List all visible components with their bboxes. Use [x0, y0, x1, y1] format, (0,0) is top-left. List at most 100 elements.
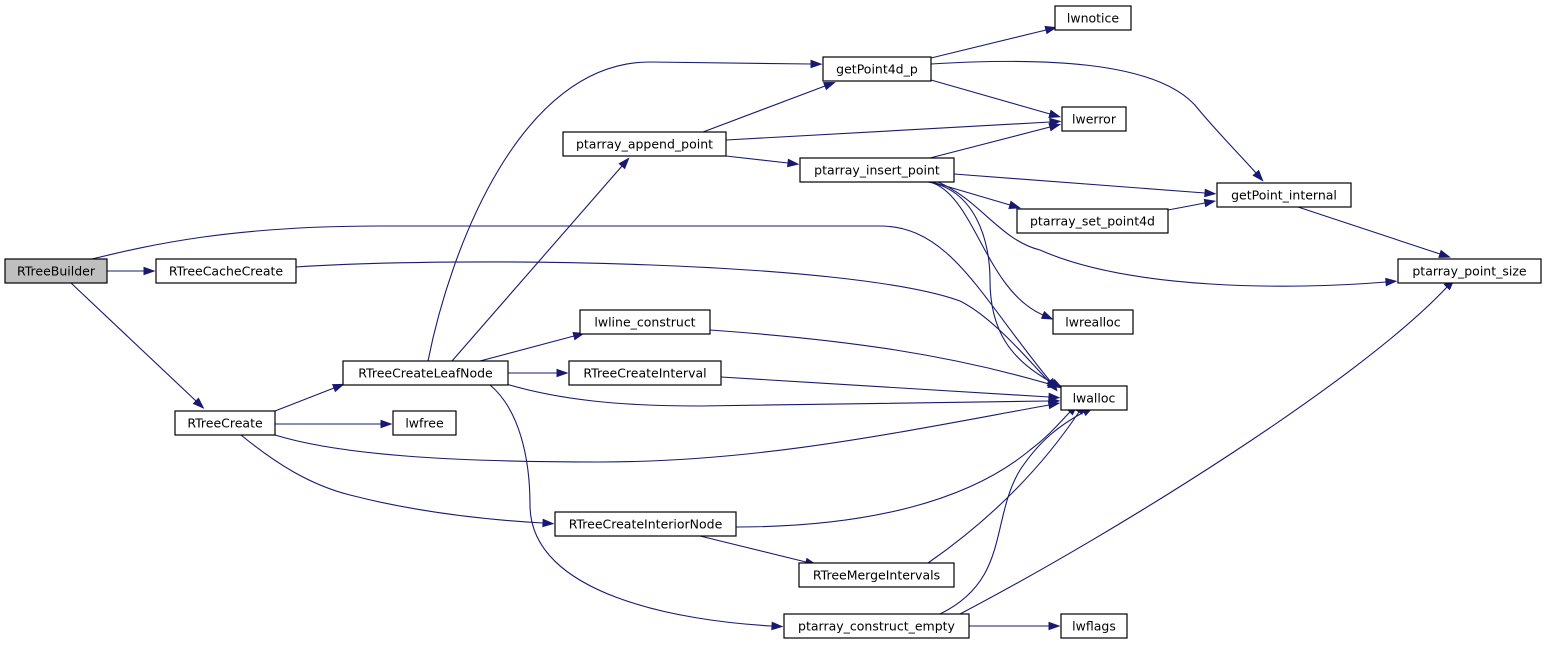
- node-RTreeCreateInterval[interactable]: RTreeCreateInterval: [568, 360, 722, 386]
- node-label: RTreeMergeIntervals: [813, 568, 940, 583]
- edge-line: [240, 434, 544, 524]
- node-ptarray_append_point[interactable]: ptarray_append_point: [562, 131, 727, 157]
- edge-lwline_construct-to-lwalloc: [709, 329, 1061, 389]
- arrowhead: [1438, 249, 1451, 258]
- node-label: ptarray_point_size: [1412, 264, 1527, 279]
- node-label: RTreeCreate: [187, 416, 263, 431]
- node-box: [155, 258, 297, 284]
- node-box: [783, 613, 970, 639]
- edge-getPoint4d_p-to-lwnotice: [930, 25, 1058, 59]
- node-lwalloc[interactable]: lwalloc: [1060, 385, 1128, 411]
- edge-ptarray_append_point-to-ptarray_insert_point: [725, 155, 800, 168]
- edge-ptarray_construct_empty-to-lwflags: [969, 621, 1061, 631]
- edge-line: [725, 155, 789, 164]
- arrowhead: [556, 368, 569, 378]
- node-box: [822, 56, 932, 82]
- edge-RTreeCreateLeafNode-to-ptarray_append_point: [451, 157, 630, 362]
- arrowhead: [822, 81, 836, 91]
- node-lwrealloc[interactable]: lwrealloc: [1052, 309, 1134, 335]
- node-label: ptarray_set_point4d: [1030, 214, 1155, 229]
- edge-RTreeCreateLeafNode-to-lwline_construct: [479, 331, 586, 362]
- edge-getPoint4d_p-to-getPoint_internal: [930, 60, 1264, 182]
- edge-RTreeCreateInteriorNode-to-RTreeMergeIntervals: [699, 535, 818, 567]
- node-ptarray_point_size[interactable]: ptarray_point_size: [1397, 258, 1542, 284]
- node-RTreeCacheCreate[interactable]: RTreeCacheCreate: [155, 258, 297, 284]
- arrowhead: [1044, 25, 1058, 35]
- edge-line: [939, 411, 1085, 615]
- node-label: ptarray_insert_point: [814, 163, 940, 178]
- edge-line: [930, 29, 1047, 59]
- node-getPoint4d_p[interactable]: getPoint4d_p: [822, 56, 932, 82]
- edge-RTreeCreate-to-RTreeCreateInteriorNode: [240, 434, 555, 528]
- edge-line: [427, 61, 812, 362]
- edge-line: [929, 126, 1051, 159]
- node-RTreeCreate[interactable]: RTreeCreate: [174, 410, 276, 436]
- edge-line: [505, 383, 1050, 407]
- arrowhead: [787, 158, 800, 168]
- node-label: ptarray_append_point: [576, 137, 713, 152]
- arrowhead: [331, 383, 345, 393]
- arrowhead: [1048, 621, 1061, 631]
- edge-line: [479, 335, 575, 362]
- node-box: [1061, 106, 1127, 132]
- edge-RTreeCreateInteriorNode-to-lwalloc: [735, 403, 1079, 528]
- node-ptarray_insert_point[interactable]: ptarray_insert_point: [799, 157, 955, 183]
- node-box: [579, 309, 711, 335]
- node-RTreeBuilder[interactable]: RTreeBuilder: [4, 258, 108, 284]
- node-lwerror[interactable]: lwerror: [1061, 106, 1127, 132]
- node-label: lwnotice: [1067, 11, 1120, 26]
- node-box: [1052, 309, 1134, 335]
- node-box: [1397, 258, 1542, 284]
- node-box: [554, 511, 737, 537]
- edge-RTreeCreate-to-lwfree: [275, 419, 393, 429]
- edge-line: [699, 535, 807, 563]
- node-lwflags[interactable]: lwflags: [1060, 613, 1128, 639]
- node-label: lwrealloc: [1065, 315, 1121, 330]
- edge-ptarray_insert_point-to-getPoint_internal: [953, 173, 1217, 198]
- edge-line: [274, 404, 1050, 463]
- call-graph-edges: [70, 25, 1455, 631]
- node-label: lwerror: [1072, 112, 1117, 127]
- node-label: getPoint_internal: [1231, 188, 1337, 203]
- edge-RTreeBuilder-to-RTreeCreate: [70, 282, 205, 409]
- edge-line: [930, 79, 1051, 115]
- edge-line: [451, 165, 623, 362]
- arrowhead: [1047, 379, 1061, 389]
- node-label: lwalloc: [1073, 391, 1116, 406]
- node-lwfree[interactable]: lwfree: [392, 410, 457, 436]
- node-RTreeMergeIntervals[interactable]: RTreeMergeIntervals: [798, 562, 955, 588]
- arrowhead: [380, 419, 393, 429]
- node-box: [1016, 208, 1169, 234]
- node-box: [392, 410, 457, 436]
- edge-ptarray_append_point-to-getPoint4d_p: [702, 81, 836, 133]
- node-box: [4, 258, 108, 284]
- node-label: lwline_construct: [594, 315, 695, 330]
- node-ptarray_construct_empty[interactable]: ptarray_construct_empty: [783, 613, 970, 639]
- arrowhead: [1048, 122, 1062, 132]
- node-label: RTreeCreateInteriorNode: [569, 517, 723, 532]
- arrowhead: [618, 157, 630, 170]
- edge-line: [1297, 206, 1441, 255]
- node-ptarray_set_point4d[interactable]: ptarray_set_point4d: [1016, 208, 1169, 234]
- edge-line: [702, 85, 826, 133]
- node-label: lwflags: [1072, 619, 1116, 634]
- arrowhead: [1252, 169, 1264, 182]
- edge-line: [937, 181, 1387, 287]
- node-box: [1060, 385, 1128, 411]
- node-label: lwfree: [405, 416, 444, 431]
- edge-RTreeMergeIntervals-to-lwalloc: [927, 402, 1086, 564]
- node-lwline_construct[interactable]: lwline_construct: [579, 309, 711, 335]
- node-getPoint_internal[interactable]: getPoint_internal: [1216, 182, 1352, 208]
- node-RTreeCreateInteriorNode[interactable]: RTreeCreateInteriorNode: [554, 511, 737, 537]
- edge-line: [725, 121, 1051, 141]
- node-box: [1060, 613, 1128, 639]
- edge-RTreeCreateInterval-to-lwalloc: [720, 376, 1061, 402]
- node-RTreeCreateLeafNode[interactable]: RTreeCreateLeafNode: [342, 360, 509, 386]
- edge-ptarray_insert_point-to-ptarray_point_size: [937, 181, 1398, 287]
- edge-RTreeBuilder-to-RTreeCacheCreate: [107, 266, 156, 276]
- node-lwnotice[interactable]: lwnotice: [1054, 5, 1132, 31]
- node-label: ptarray_construct_empty: [798, 619, 956, 634]
- arrowhead: [1385, 277, 1398, 287]
- arrowhead: [192, 397, 205, 409]
